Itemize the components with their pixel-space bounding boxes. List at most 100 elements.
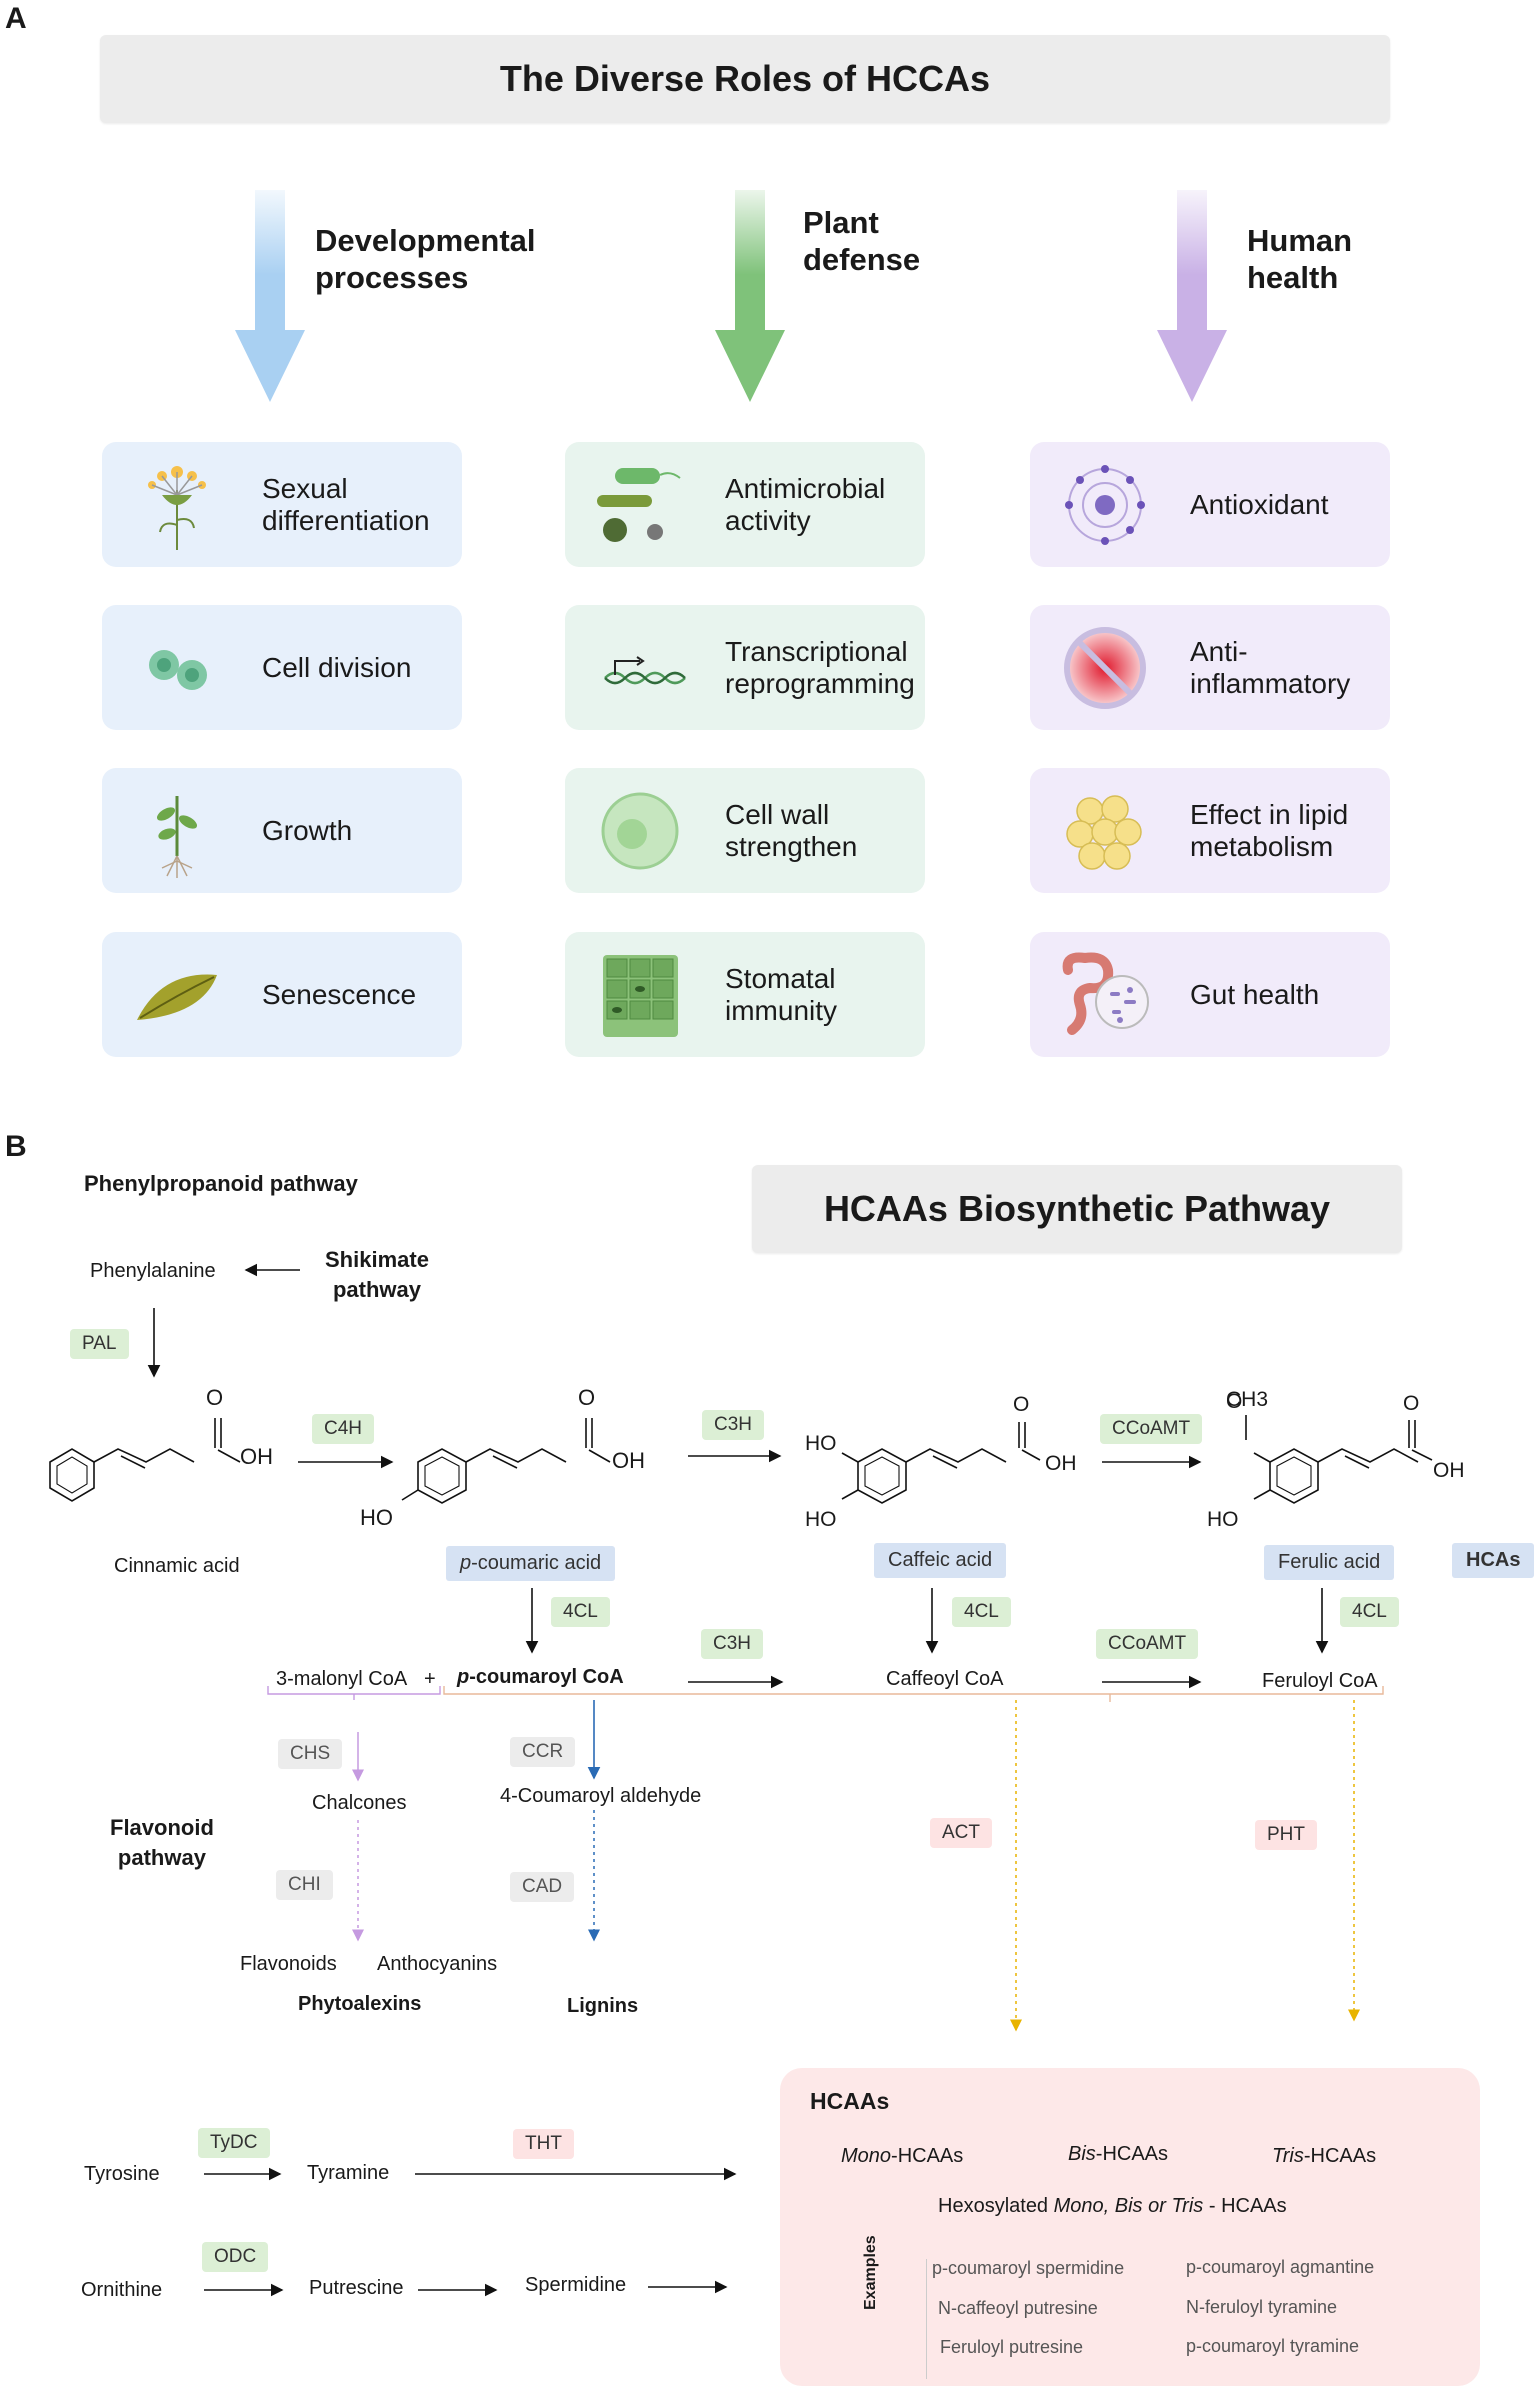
tris-hcaas: Tris-HCAAs — [1272, 2145, 1377, 2167]
card-label: Anti- inflammatory — [1190, 635, 1351, 699]
lipid-droplets-icon — [1066, 794, 1142, 870]
tyrosine: Tyrosine — [84, 2163, 160, 2185]
enzyme-c3h: C3H — [701, 1629, 764, 1659]
gut-icon — [1062, 952, 1149, 1035]
caffeoyl-coa: Caffeoyl CoA — [886, 1668, 1004, 1690]
atom-ho: HO — [1207, 1508, 1239, 1531]
enzyme-pht: PHT — [1255, 1820, 1317, 1850]
tyramine: Tyramine — [307, 2162, 390, 2184]
card-label: Antimicrobial activity — [725, 472, 886, 536]
card-antimicrobial: Antimicrobial activity — [565, 442, 925, 567]
spermidine: Spermidine — [525, 2274, 627, 2296]
card-anti-inflammatory: Anti- inflammatory — [1030, 605, 1390, 730]
examples-label: Examples — [862, 2235, 879, 2310]
card-gut-health: Gut health — [1030, 932, 1390, 1057]
example-item: p-coumaroyl tyramine — [1186, 2336, 1360, 2356]
enzyme-pal: PAL — [70, 1329, 129, 1359]
anthocyanins: Anthocyanins — [377, 1953, 498, 1975]
enzyme-tht: THT — [513, 2129, 574, 2159]
atom-oh: OH — [1433, 1459, 1465, 1482]
plus-sign: + — [424, 1668, 436, 1690]
atom-o-methoxy: O — [1226, 1390, 1243, 1414]
card-sexual-differentiation: Sexual differentiation — [102, 442, 462, 567]
plant-defense-arrow — [715, 190, 785, 402]
card-label: Cell division — [262, 651, 412, 683]
card-label: Sexual differentiation — [262, 472, 430, 536]
p-coumaroyl-coa: p-coumaroyl CoA — [457, 1666, 624, 1688]
card-senescence: Senescence — [102, 932, 462, 1057]
stomata-icon — [603, 954, 678, 1037]
putrescine: Putrescine — [309, 2277, 404, 2299]
heading-human-health: Human health — [1247, 223, 1353, 295]
atom-o: O — [578, 1385, 596, 1410]
seedling-icon — [156, 795, 198, 878]
enzyme-4cl: 4CL — [1340, 1597, 1399, 1627]
card-label: Gut health — [1190, 978, 1320, 1010]
phenylpropanoid-label: Phenylpropanoid pathway — [84, 1171, 358, 1196]
panel-b-title: HCAAs Biosynthetic Pathway — [752, 1165, 1402, 1253]
enzyme-act: ACT — [930, 1818, 992, 1848]
panel-a-title: The Diverse Roles of HCCAs — [100, 35, 1390, 123]
enzyme-cad: CAD — [510, 1872, 575, 1902]
card-transcriptional: Transcriptional reprogramming — [565, 605, 925, 730]
enzyme-chs: CHS — [278, 1739, 343, 1769]
leaf-icon — [137, 974, 217, 1020]
atom-oh: OH — [612, 1448, 645, 1473]
mono-hcaas: Mono-HCAAs — [841, 2145, 964, 2167]
hcaas-title: HCAAs — [810, 2088, 890, 2114]
examples-divider — [926, 2259, 927, 2379]
atom-o: O — [206, 1385, 224, 1410]
pathway-diagram — [49, 1263, 1433, 2297]
phytoalexins: Phytoalexins — [298, 1993, 422, 2015]
card-growth: Growth — [102, 768, 462, 893]
dna-transcription-icon — [604, 655, 686, 684]
atom-ch3: CH3 — [1226, 1388, 1269, 1411]
enzyme-4cl: 4CL — [551, 1597, 610, 1627]
card-label: Transcriptional reprogramming — [725, 635, 915, 699]
malonyl-coa: 3-malonyl CoA — [276, 1668, 408, 1690]
coumaroyl-aldehyde: 4-Coumaroyl aldehyde — [500, 1785, 702, 1807]
human-health-arrow — [1157, 190, 1227, 402]
card-cell-wall: Cell wall strengthen — [565, 768, 925, 893]
enzyme-chi: CHI — [276, 1870, 333, 1900]
panel-b-letter: B — [5, 1130, 27, 1163]
atom-o: O — [1403, 1392, 1420, 1415]
card-lipid: Effect in lipid metabolism — [1030, 768, 1390, 893]
atom-ho: HO — [805, 1508, 837, 1531]
enzyme-c4h: C4H — [312, 1414, 375, 1444]
cell-division-icon — [149, 649, 207, 690]
flavonoid-pathway-label: Flavonoid pathway — [110, 1815, 214, 1870]
enzyme-ccoamt: CCoAMT — [1100, 1414, 1203, 1444]
shikimate-pathway: Shikimate pathway — [325, 1247, 429, 1302]
heading-plant-defense: Plant defense — [803, 205, 921, 277]
flower-icon — [148, 465, 206, 550]
enzyme-ccoamt: CCoAMT — [1096, 1629, 1199, 1659]
heading-developmental: Developmental processes — [315, 223, 536, 295]
lignins: Lignins — [567, 1995, 639, 2017]
atom-ho: HO — [805, 1432, 837, 1455]
enzyme-c3h: C3H — [702, 1410, 765, 1440]
chalcones: Chalcones — [312, 1792, 407, 1814]
bacteria-icon — [597, 467, 681, 542]
phenylalanine: Phenylalanine — [90, 1260, 216, 1282]
enzyme-ccr: CCR — [510, 1737, 576, 1767]
enzyme-tydc: TyDC — [198, 2128, 270, 2158]
bis-hcaas: Bis-HCAAs — [1068, 2143, 1169, 2165]
atom-oh: OH — [1045, 1452, 1077, 1475]
enzyme-4cl: 4CL — [952, 1597, 1011, 1627]
example-item: p-coumaroyl agmantine — [1186, 2257, 1375, 2277]
card-label: Stomatal immunity — [725, 962, 838, 1026]
panel-a-letter: A — [5, 2, 27, 35]
card-cell-division: Cell division — [102, 605, 462, 730]
example-item: Feruloyl putresine — [940, 2337, 1084, 2357]
atom-ho: HO — [360, 1505, 393, 1530]
inflammation-icon — [1064, 626, 1146, 709]
ferulic-acid-label: Ferulic acid — [1264, 1545, 1395, 1580]
card-label: Senescence — [262, 978, 417, 1010]
example-item: p-coumaroyl spermidine — [932, 2258, 1125, 2278]
card-label: Antioxidant — [1190, 488, 1329, 520]
card-stomatal: Stomatal immunity — [565, 932, 925, 1057]
enzyme-odc: ODC — [202, 2242, 269, 2272]
p-coumaric-acid-label: p-coumaric acid — [446, 1546, 616, 1581]
card-label: Effect in lipid metabolism — [1190, 798, 1349, 862]
